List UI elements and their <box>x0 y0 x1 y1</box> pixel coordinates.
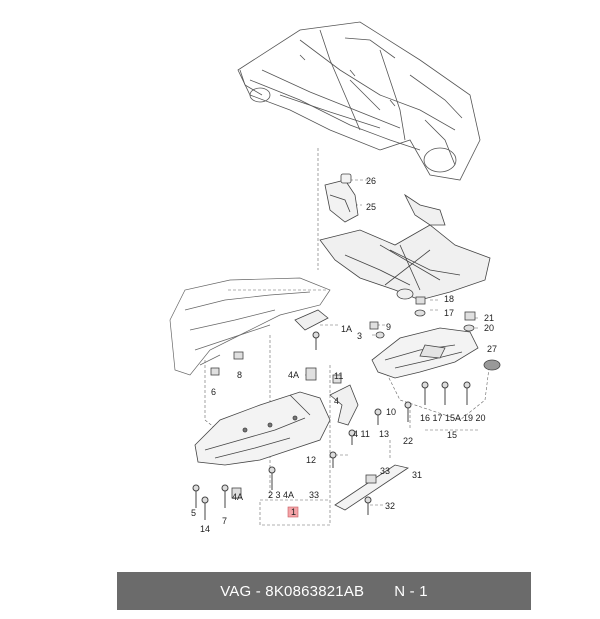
part-number: VAG - 8K0863821AB <box>220 582 365 600</box>
clip-4A-left <box>231 487 242 499</box>
vehicle-body-frame <box>237 21 481 181</box>
callout-33-bottom: 33 <box>309 490 319 500</box>
nut-17 <box>414 309 426 317</box>
clip-18 <box>415 296 426 305</box>
callout-1A: 1A <box>341 324 352 334</box>
callout-22: 22 <box>403 436 413 446</box>
callout-12: 12 <box>306 455 316 465</box>
callout-17: 17 <box>444 308 454 318</box>
engine-undertray <box>194 391 331 466</box>
bracket-1A <box>294 309 329 331</box>
subframe <box>319 193 491 301</box>
clip-21 <box>464 311 476 321</box>
callout-4-11: 4 11 <box>353 429 370 439</box>
side-strip <box>334 464 409 511</box>
callout-15: 15 <box>447 430 457 440</box>
grommet-27 <box>483 359 501 371</box>
clip-33 <box>365 474 377 484</box>
callout-32: 32 <box>385 501 395 511</box>
callout-8: 8 <box>237 370 242 380</box>
callout-18: 18 <box>444 294 454 304</box>
rear-undertray <box>371 327 479 379</box>
bracket-part-25 <box>324 173 359 223</box>
callout-4: 4 <box>334 396 339 406</box>
callout-33-right: 33 <box>380 466 390 476</box>
callout-6: 6 <box>211 387 216 397</box>
clip-8 <box>233 351 244 360</box>
callout-27: 27 <box>487 344 497 354</box>
nut-20 <box>463 324 475 332</box>
callout-7: 7 <box>222 516 227 526</box>
callout-11: 11 <box>334 371 343 381</box>
callout-26: 26 <box>366 176 376 186</box>
callout-3: 3 <box>357 331 362 341</box>
callout-4A-top: 4A <box>288 370 299 380</box>
callout-1-highlight <box>287 506 299 518</box>
clip-9 <box>369 321 379 330</box>
bracket-11 <box>329 384 359 426</box>
callout-9: 9 <box>386 322 391 332</box>
part-number-bar: VAG - 8K0863821AB N - 1 <box>117 572 531 610</box>
callout-31: 31 <box>412 470 422 480</box>
front-bumper <box>169 277 331 376</box>
quantity: N - 1 <box>394 582 428 600</box>
fasteners <box>210 296 501 499</box>
callout-13: 13 <box>379 429 389 439</box>
callout-16-20: 16 17 15A 19 20 <box>420 413 486 423</box>
clip-4A-top <box>305 367 317 381</box>
callout-21: 21 <box>484 313 494 323</box>
callout-14: 14 <box>200 524 210 534</box>
callout-5: 5 <box>191 508 196 518</box>
callout-4A-left: 4A <box>232 492 243 502</box>
callout-labels: 26 25 18 17 21 20 27 1A 9 3 8 6 4A 11 4 … <box>191 176 497 534</box>
callout-25: 25 <box>366 202 376 212</box>
callout-20: 20 <box>484 323 494 333</box>
nut-3 <box>375 331 385 339</box>
callout-2-3-4A: 2 3 4A <box>268 490 294 500</box>
clip-6 <box>210 367 220 376</box>
callout-10: 10 <box>386 407 396 417</box>
bolts <box>192 331 471 520</box>
clip-11 <box>332 374 342 384</box>
callout-1: 1 <box>291 507 296 517</box>
